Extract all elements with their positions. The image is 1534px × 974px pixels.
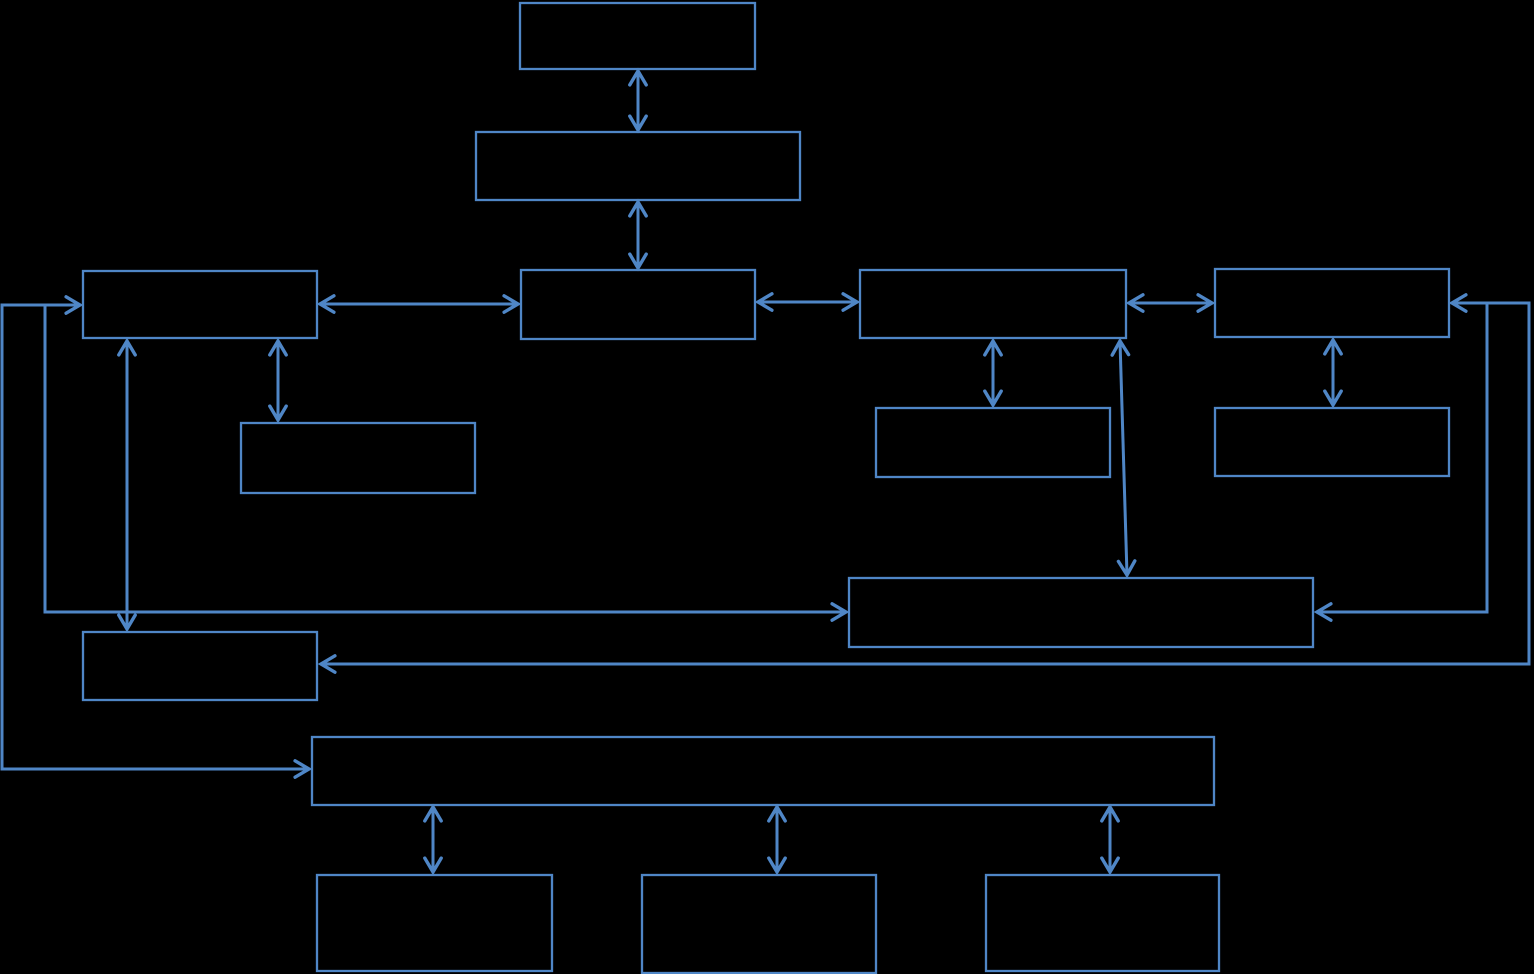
conn-right-subright-arrowhead-start [983, 337, 1003, 357]
conn-longbottom-bottom2-arrowhead-start [767, 803, 787, 823]
long-bottom-box [310, 735, 1216, 807]
conn-longbottom-bottom1-arrowhead-end [423, 856, 443, 876]
conn-left-loop-longbottom-line [0, 303, 309, 771]
conn-left-lowerleft-arrowhead-end [117, 613, 137, 633]
bottom-box-1 [315, 873, 554, 973]
conn-left-loop-longbottom [0, 295, 313, 779]
conn-farright-loop-widecenter-arrowhead-start [1448, 293, 1468, 313]
bottom-box-3 [984, 873, 1221, 973]
bottom-box-2 [640, 873, 878, 974]
conn-left-subleft-arrowhead-end [268, 404, 288, 424]
conn-center-right-arrowhead-end [841, 292, 861, 312]
tier-left-box [81, 269, 319, 340]
conn-upper-center-arrowhead-start [628, 198, 648, 218]
conn-longbottom-bottom3-arrowhead-start [1100, 803, 1120, 823]
conn-right-farright [1125, 293, 1216, 313]
conn-longbottom-bottom2 [767, 803, 787, 876]
sub-box-far-right [1213, 406, 1451, 478]
conn-top-upper-arrowhead-end [628, 114, 648, 134]
conn-rightloop-lowerleft [317, 301, 1531, 674]
conn-rightloop-lowerleft-arrowhead-end [317, 654, 337, 674]
conn-right-widecenter-arrowhead-start [1110, 337, 1131, 357]
conn-left-loop-longbottom-arrowhead-start [64, 295, 84, 315]
wide-center-box [847, 576, 1315, 649]
conn-farright-loop-widecenter-arrowhead-end [1313, 602, 1333, 622]
conn-top-upper-arrowhead-start [628, 67, 648, 87]
conn-upper-center-arrowhead-end [628, 252, 648, 272]
conn-longbottom-bottom1 [423, 803, 443, 876]
conn-longbottom-bottom3 [1100, 803, 1120, 876]
conn-left-subleft-arrowhead-start [268, 337, 288, 357]
lower-left-box [81, 630, 319, 702]
sub-box-left [239, 421, 477, 495]
tier-right-box [858, 268, 1128, 340]
conn-right-farright-arrowhead-end [1196, 293, 1216, 313]
conn-left-center-arrowhead-end [502, 294, 522, 314]
conn-farright-subfarright-arrowhead-end [1323, 389, 1343, 409]
conn-leftloop-widecenter [43, 305, 850, 622]
conn-longbottom-bottom2-arrowhead-end [767, 856, 787, 876]
conn-top-upper [628, 67, 648, 134]
upper-wide-box [474, 130, 802, 202]
conn-left-subleft [268, 337, 288, 424]
conn-leftloop-widecenter-arrowhead-end [830, 602, 850, 622]
conn-upper-center [628, 198, 648, 272]
conn-farright-subfarright-arrowhead-start [1323, 336, 1343, 356]
conn-rightloop-lowerleft-line [321, 301, 1531, 666]
conn-right-subright [983, 337, 1003, 409]
conn-right-farright-arrowhead-start [1125, 293, 1145, 313]
tier-far-right-box [1213, 267, 1451, 339]
conn-right-widecenter-arrowhead-end [1116, 559, 1137, 579]
conn-left-loop-longbottom-arrowhead-end [293, 759, 313, 779]
conn-longbottom-bottom3-arrowhead-end [1100, 856, 1120, 876]
conn-right-widecenter-line [1118, 340, 1129, 576]
conn-left-lowerleft [117, 337, 137, 633]
conn-right-subright-arrowhead-end [983, 389, 1003, 409]
conn-right-widecenter [1110, 337, 1137, 579]
conn-farright-subfarright [1323, 336, 1343, 409]
conn-farright-loop-widecenter-line [1317, 301, 1489, 614]
conn-longbottom-bottom1-arrowhead-start [423, 803, 443, 823]
conn-left-center-arrowhead-start [316, 294, 336, 314]
conn-center-right [754, 292, 861, 312]
sub-box-right [874, 406, 1112, 479]
top-box [518, 1, 757, 71]
conn-left-center [316, 294, 522, 314]
conn-leftloop-widecenter-line [43, 305, 846, 614]
conn-left-lowerleft-arrowhead-start [117, 337, 137, 357]
tier-center-box [519, 268, 757, 341]
conn-center-right-arrowhead-start [754, 292, 774, 312]
conn-farright-loop-widecenter [1313, 293, 1489, 622]
